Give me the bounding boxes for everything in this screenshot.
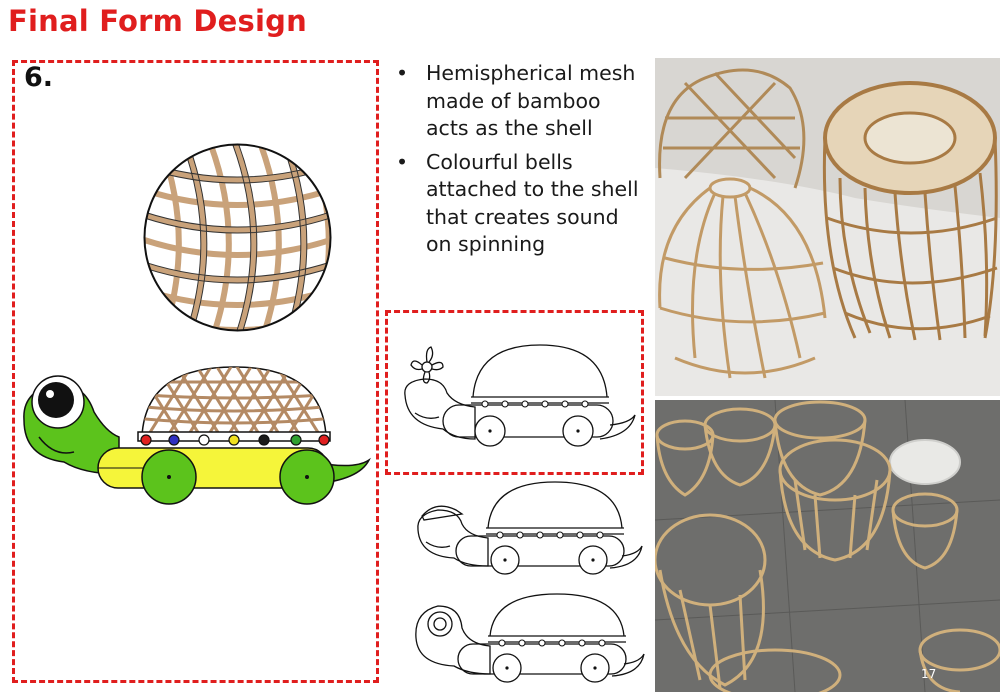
- turtle-sketch-spiral: [415, 593, 645, 683]
- feature-bullet-list: •Hemispherical mesh made of bamboo acts …: [396, 60, 646, 265]
- final-design-frame: [12, 60, 379, 683]
- bamboo-baskets-photo: [655, 400, 1000, 692]
- bamboo-lampshades-photo: [655, 58, 1000, 396]
- design-number: 6.: [24, 62, 54, 93]
- bamboo-lampshades-drawing: [655, 58, 1000, 396]
- turtle-toy-illustration: [23, 366, 371, 505]
- page-number: 17: [921, 667, 937, 681]
- bamboo-mesh-sphere-illustration: [143, 143, 332, 332]
- bullet-item: •Hemispherical mesh made of bamboo acts …: [396, 61, 636, 140]
- bullet-marker: •: [396, 61, 409, 85]
- bamboo-baskets-drawing: [655, 400, 1000, 692]
- bullet-marker: •: [396, 149, 409, 174]
- selected-sketch-frame: [385, 310, 644, 475]
- slide-title: Final Form Design: [8, 4, 307, 38]
- turtle-sketch-cap: [417, 481, 643, 575]
- turtle-sketch-flower: [404, 344, 636, 447]
- bullet-item: •Colourful bells attached to the shell t…: [396, 149, 639, 257]
